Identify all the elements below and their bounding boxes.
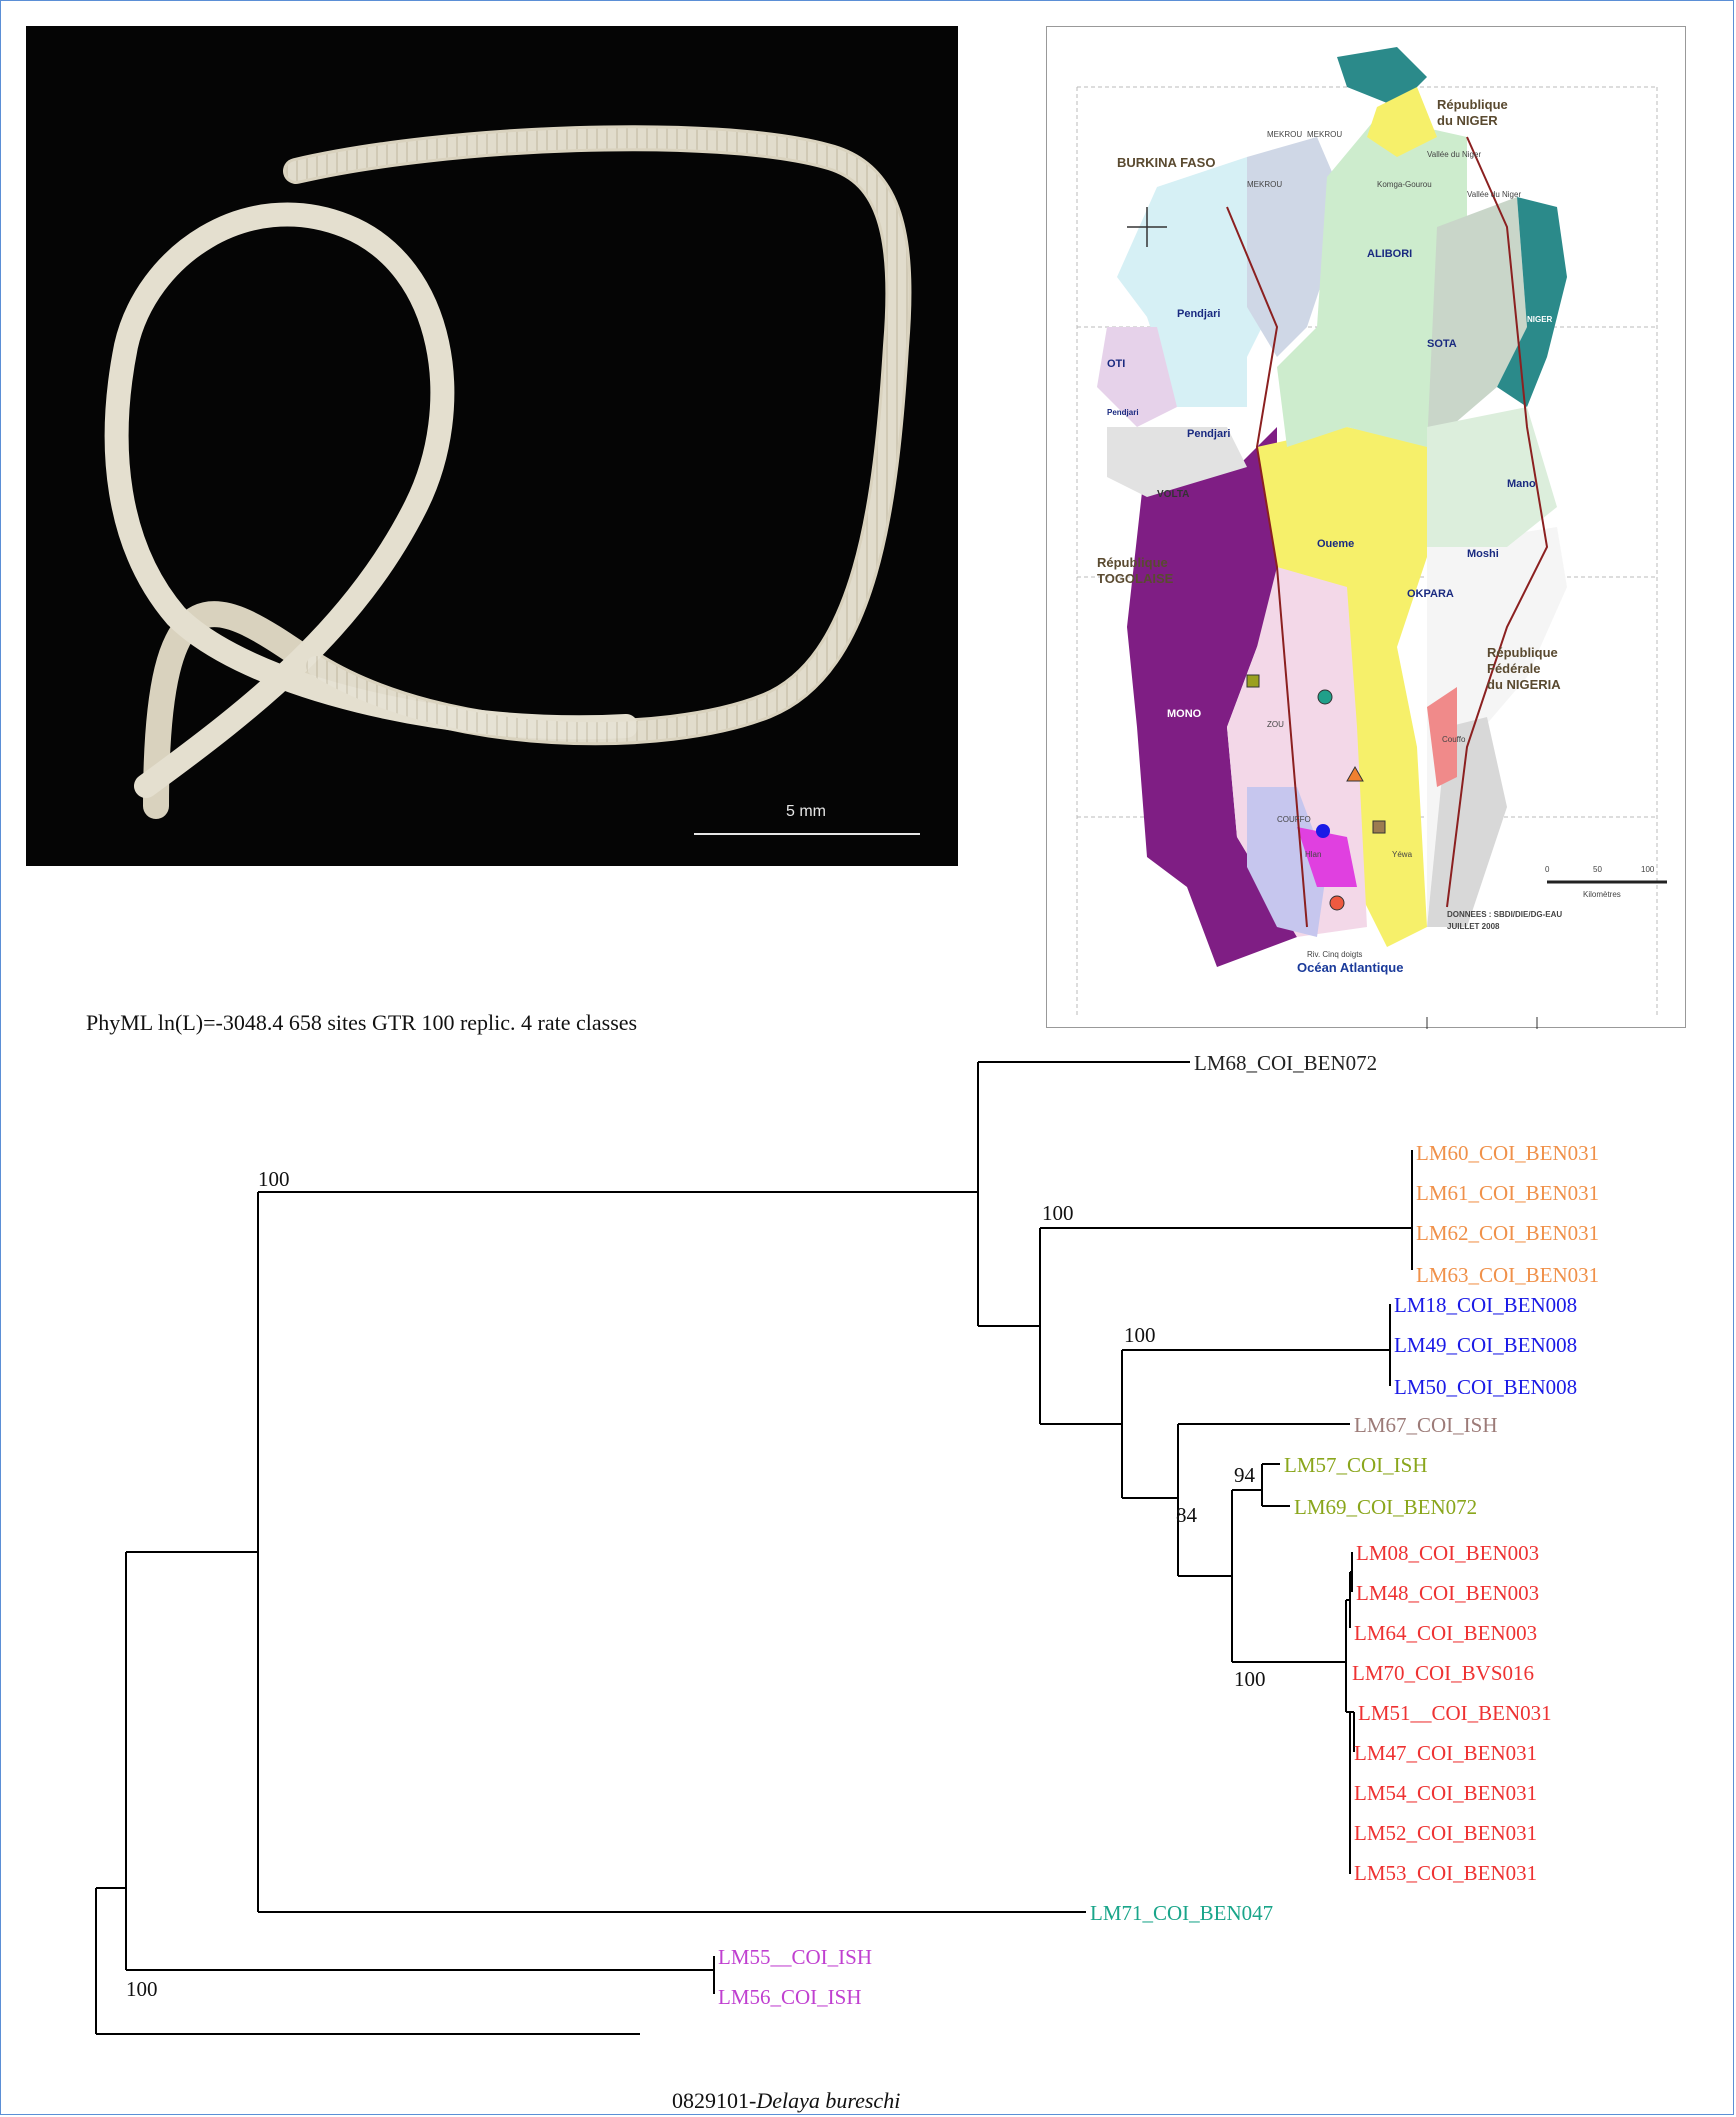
leaf-labels: LM68_COI_BEN072LM60_COI_BEN031LM61_COI_B…	[718, 1051, 1599, 2009]
leaf-label: LM53_COI_BEN031	[1354, 1861, 1537, 1885]
leaf-label: LM08_COI_BEN003	[1356, 1541, 1539, 1565]
bootstrap-values: 100 100 100 94 84 100 100	[126, 1167, 1266, 2001]
bootstrap-main: 100	[258, 1167, 290, 1191]
tree-branches	[96, 1062, 1412, 2034]
leaf-label: LM62_COI_BEN031	[1416, 1221, 1599, 1245]
leaf-label: LM64_COI_BEN003	[1354, 1621, 1537, 1645]
leaf-label: LM47_COI_BEN031	[1354, 1741, 1537, 1765]
bootstrap-red: 100	[1234, 1667, 1266, 1691]
bootstrap-orange: 100	[1042, 1201, 1074, 1225]
leaf-label: LM71_COI_BEN047	[1090, 1901, 1273, 1925]
leaf-label: LM50_COI_BEN008	[1394, 1375, 1577, 1399]
leaf-label: LM61_COI_BEN031	[1416, 1181, 1599, 1205]
outgroup-label: 0829101-Delaya bureschi	[672, 2088, 900, 2114]
leaf-label: LM57_COI_ISH	[1284, 1453, 1428, 1477]
outgroup-prefix: 0829101-	[672, 2088, 756, 2113]
leaf-label: LM60_COI_BEN031	[1416, 1141, 1599, 1165]
leaf-label: LM51__COI_BEN031	[1358, 1701, 1552, 1725]
bootstrap-blue: 100	[1124, 1323, 1156, 1347]
leaf-label: LM69_COI_BEN072	[1294, 1495, 1477, 1519]
leaf-label: LM52_COI_BEN031	[1354, 1821, 1537, 1845]
leaf-label: LM49_COI_BEN008	[1394, 1333, 1577, 1357]
leaf-label: LM54_COI_BEN031	[1354, 1781, 1537, 1805]
leaf-label: LM18_COI_BEN008	[1394, 1293, 1577, 1317]
bootstrap-inner: 84	[1176, 1503, 1198, 1527]
outgroup-species: Delaya bureschi	[756, 2088, 900, 2113]
leaf-label: LM68_COI_BEN072	[1194, 1051, 1377, 1075]
leaf-label: LM70_COI_BVS016	[1352, 1661, 1534, 1685]
leaf-label: LM63_COI_BEN031	[1416, 1263, 1599, 1287]
leaf-label: LM67_COI_ISH	[1354, 1413, 1498, 1437]
leaf-label: LM48_COI_BEN003	[1356, 1581, 1539, 1605]
bootstrap-green: 94	[1234, 1463, 1256, 1487]
bootstrap-root: 100	[126, 1977, 158, 2001]
leaf-label: LM56_COI_ISH	[718, 1985, 862, 2009]
leaf-label: LM55__COI_ISH	[718, 1945, 872, 1969]
